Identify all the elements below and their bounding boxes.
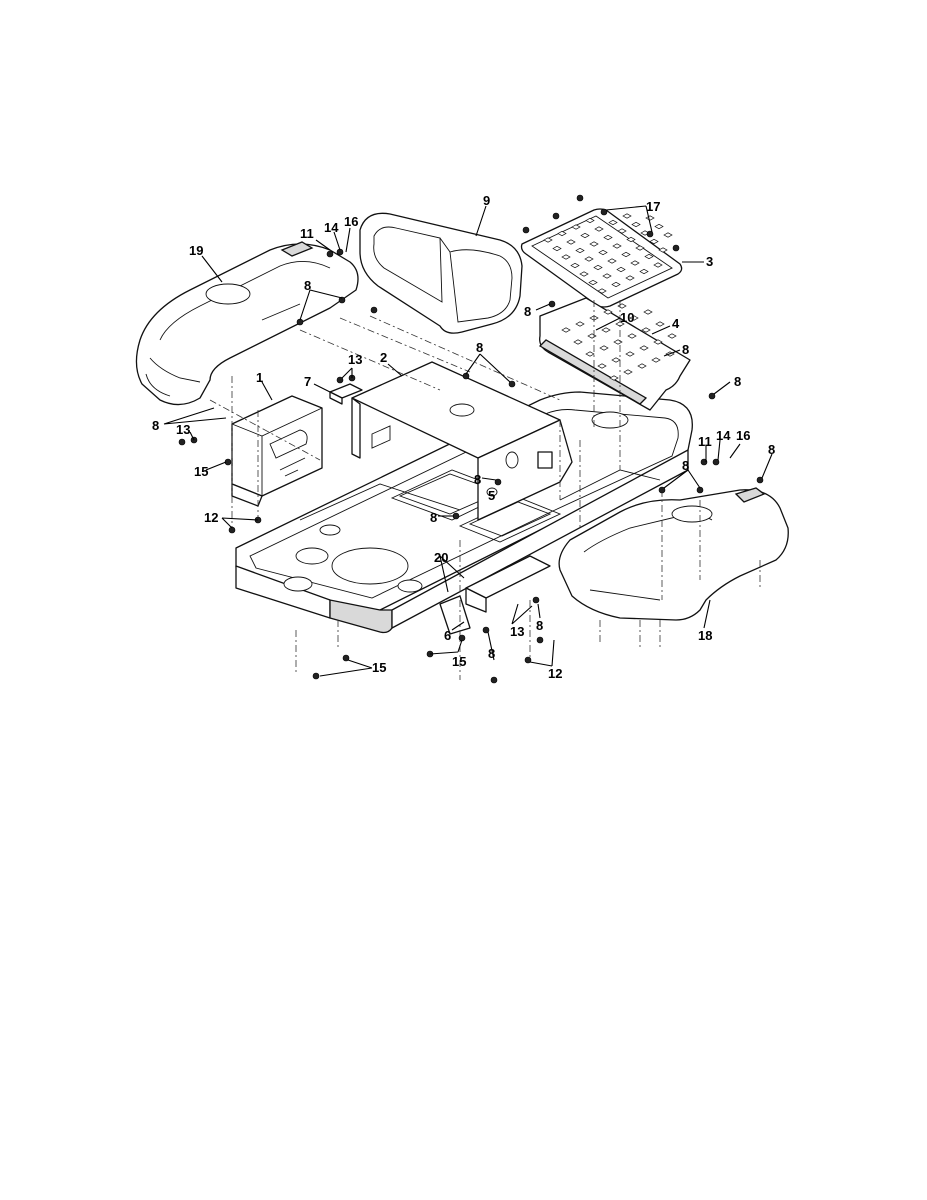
callout-17: 17 bbox=[646, 199, 660, 214]
left-bracket bbox=[231, 395, 323, 507]
callout-13: 13 bbox=[510, 624, 524, 639]
callout-8: 8 bbox=[536, 618, 543, 633]
callout-8: 8 bbox=[768, 442, 775, 457]
frame bbox=[235, 391, 693, 634]
callout-11: 11 bbox=[300, 226, 314, 241]
callout-labels: 9 17 3 19 11 14 16 8 8 10 4 8 8 13 2 8 7… bbox=[152, 193, 775, 681]
callout-12: 12 bbox=[548, 666, 562, 681]
callout-8: 8 bbox=[682, 342, 689, 357]
floor-plate bbox=[538, 297, 691, 411]
hidden-lines bbox=[209, 300, 761, 680]
callout-8: 8 bbox=[476, 340, 483, 355]
callout-8: 8 bbox=[682, 458, 689, 473]
callout-1: 1 bbox=[256, 370, 263, 385]
callout-9: 9 bbox=[483, 193, 490, 208]
callout-10: 10 bbox=[620, 310, 634, 325]
callout-16: 16 bbox=[344, 214, 358, 229]
callout-15: 15 bbox=[372, 660, 386, 675]
callout-15: 15 bbox=[194, 464, 208, 479]
small-plate bbox=[329, 383, 363, 405]
callout-3: 3 bbox=[706, 254, 713, 269]
callout-20: 20 bbox=[434, 550, 448, 565]
callout-8: 8 bbox=[152, 418, 159, 433]
seat-support bbox=[351, 361, 573, 521]
leader-lines bbox=[163, 205, 773, 677]
callout-7: 7 bbox=[304, 374, 311, 389]
callout-8: 8 bbox=[524, 304, 531, 319]
lower-bracket bbox=[439, 555, 551, 635]
callout-8: 8 bbox=[304, 278, 311, 293]
callout-14: 14 bbox=[324, 220, 339, 235]
callout-13: 13 bbox=[348, 352, 362, 367]
callout-2: 2 bbox=[380, 350, 387, 365]
callout-13: 13 bbox=[176, 422, 190, 437]
callout-8: 8 bbox=[734, 374, 741, 389]
callout-15: 15 bbox=[452, 654, 466, 669]
callout-8: 8 bbox=[430, 510, 437, 525]
callout-8: 8 bbox=[488, 646, 495, 661]
callout-6: 6 bbox=[444, 628, 451, 643]
callout-12: 12 bbox=[204, 510, 218, 525]
callout-16: 16 bbox=[736, 428, 750, 443]
callout-4: 4 bbox=[672, 316, 680, 331]
left-fender bbox=[135, 241, 359, 406]
callout-14: 14 bbox=[716, 428, 731, 443]
floor-mat bbox=[520, 208, 683, 308]
callout-5: 5 bbox=[488, 488, 495, 503]
seat bbox=[359, 212, 523, 334]
callout-8: 8 bbox=[474, 472, 481, 487]
callout-11: 11 bbox=[698, 434, 712, 449]
callout-19: 19 bbox=[189, 243, 203, 258]
right-fender bbox=[558, 487, 789, 621]
callout-18: 18 bbox=[698, 628, 712, 643]
